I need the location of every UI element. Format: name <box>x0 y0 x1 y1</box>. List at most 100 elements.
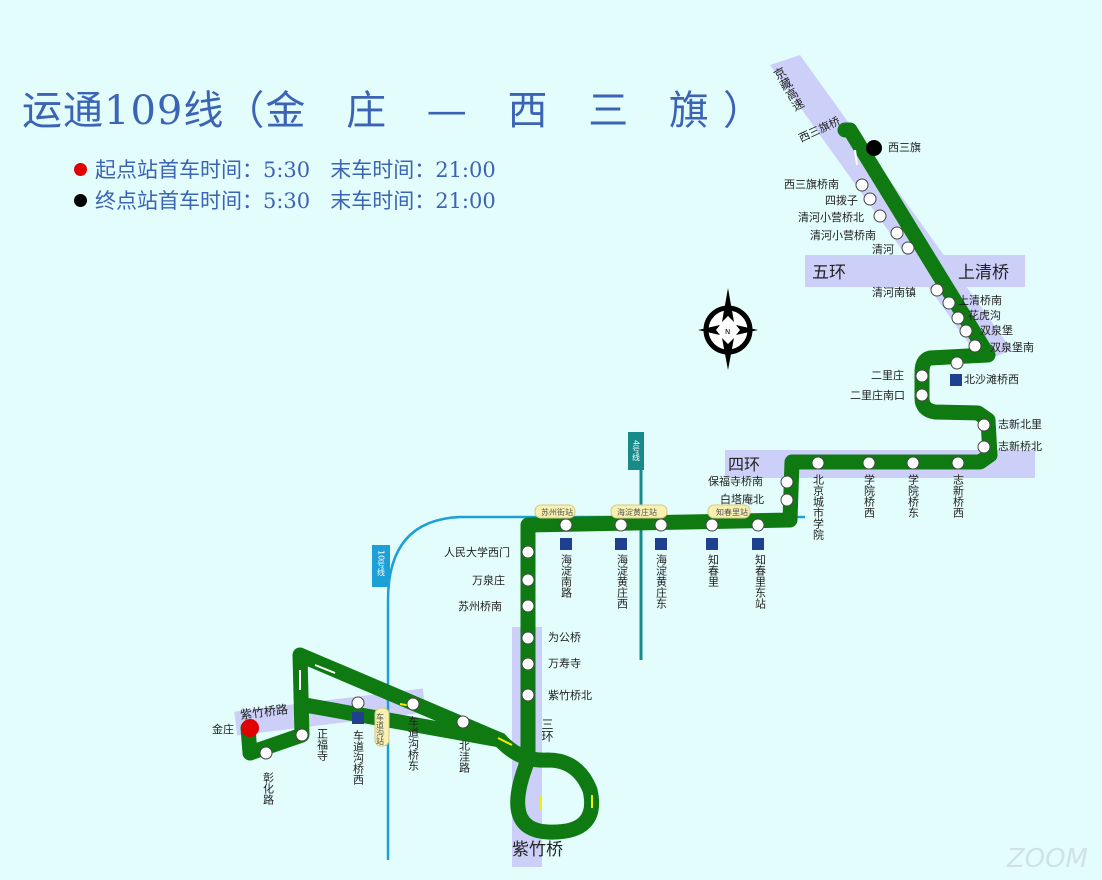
compass-icon: N <box>698 288 758 370</box>
stop-marker <box>351 696 365 710</box>
metro-badges <box>352 374 962 724</box>
stop-label: 白塔庵北 <box>720 492 764 506</box>
metro-badge <box>615 538 627 550</box>
stop-marker <box>977 418 991 432</box>
route-arrows-white <box>299 149 858 690</box>
stop-label: 西三旗 <box>888 140 921 154</box>
stop-label: 人民大学西门 <box>444 545 510 559</box>
stop-marker <box>901 241 915 255</box>
title-paren-close: ） <box>722 88 764 134</box>
stop-marker <box>930 283 944 297</box>
road-zizhuqiaolu: 紫竹桥路 <box>239 701 288 722</box>
compass-south <box>722 338 734 370</box>
page-title: 运通109线（金 庄 — 西 三 旗） <box>22 78 764 136</box>
end-first-time: 终点站首车时间：5:30 <box>95 189 311 213</box>
stop-label-v: 志新桥西 <box>952 474 965 518</box>
stop-marker <box>873 209 887 223</box>
terminal-end-dot <box>866 140 882 156</box>
route-name: 运通109线 <box>22 88 225 134</box>
stop-marker <box>406 697 420 711</box>
road-sanhuan: 三环 <box>540 718 554 742</box>
stop-markers <box>259 178 991 760</box>
stop-label-v: 正福寺 <box>316 728 329 761</box>
stop-label: 二里庄 <box>871 368 904 382</box>
stop-marker <box>915 369 929 383</box>
stop-label: 万寿寺 <box>548 656 581 670</box>
metro-line10-sign <box>372 545 390 587</box>
stop-marker <box>751 518 765 532</box>
metro-line4-label: 4号线 <box>632 440 641 461</box>
route-terminals: 金 庄 — 西 三 旗 <box>265 88 723 134</box>
stop-marker <box>811 456 825 470</box>
stop-marker <box>863 192 877 206</box>
stop-marker <box>862 456 876 470</box>
compass-east <box>736 325 758 335</box>
stop-marker <box>705 518 719 532</box>
stop-marker <box>977 440 991 454</box>
stop-marker <box>521 657 535 671</box>
watermark: ZOOM <box>1006 844 1088 874</box>
stop-label-v: 知春里东站 <box>754 553 767 610</box>
stop-marker <box>780 493 794 507</box>
metro-line10-label: 10号线 <box>377 550 386 576</box>
metro-badge <box>560 538 572 550</box>
metro-tag-bg <box>374 707 390 747</box>
stop-marker <box>456 715 470 729</box>
stop-label-v: 车道沟桥西 <box>352 729 365 785</box>
stop-label: 志新北里 <box>998 417 1042 431</box>
stop-label: 为公桥 <box>548 631 581 644</box>
arrow-w1 <box>314 664 336 674</box>
stop-label-v: 海淀黄庄西 <box>616 553 629 609</box>
metro-lines <box>386 450 805 860</box>
stop-label: 北沙滩桥西 <box>964 372 1019 386</box>
stop-marker <box>906 456 920 470</box>
stop-label-v: 车道沟桥东 <box>407 715 420 771</box>
stop-label: 四拨子 <box>825 193 858 207</box>
stop-marker <box>968 339 982 353</box>
metro-tag-suzhoujie: 苏州街站 <box>541 507 573 517</box>
metro-badge <box>950 374 962 386</box>
title-paren-open: （ <box>224 88 266 134</box>
stop-marker <box>654 518 668 532</box>
stop-marker <box>521 599 535 613</box>
metro-line4-sign <box>628 432 644 470</box>
stop-marker <box>950 356 964 370</box>
metro-tag-chedaogou: 车道沟站 <box>376 712 385 746</box>
stop-label: 上清桥南 <box>958 294 1002 307</box>
stop-marker <box>942 296 956 310</box>
wuhuan-band <box>805 255 1025 287</box>
stop-marker <box>780 475 794 489</box>
metro-tag-haidianhuangzhuang: 海淀黄庄站 <box>617 507 657 517</box>
metro-tag-zhichunli: 知春里站 <box>716 507 748 517</box>
terminal-start-dot <box>241 719 259 737</box>
stop-label-v: 知春里 <box>707 553 720 587</box>
stop-label: 西三旗桥南 <box>784 177 839 191</box>
metro-badge <box>655 538 667 550</box>
stop-label-v: 北洼路 <box>458 740 471 774</box>
stop-label: 保福寺桥南 <box>708 474 763 488</box>
stop-label: 二里庄南口 <box>850 388 905 402</box>
stop-label-v: 北京城市学院 <box>812 474 825 540</box>
stop-label: 清河 <box>872 243 894 256</box>
stop-label-v: 学院桥东 <box>907 473 920 518</box>
stop-label: 双泉堡南 <box>990 340 1034 354</box>
stop-marker <box>915 388 929 402</box>
stop-label: 清河小营桥南 <box>810 228 876 242</box>
compass-label: N <box>725 328 730 336</box>
route-arrows <box>399 703 593 810</box>
start-first-time: 起点站首车时间：5:30 <box>95 158 311 182</box>
metro-tag-bg <box>610 504 668 519</box>
bus-route <box>240 122 998 840</box>
stop-label: 苏州桥南 <box>458 600 502 613</box>
metro-tag-bg <box>534 504 576 519</box>
arrow-w3 <box>854 149 858 166</box>
metro-badge <box>706 538 718 550</box>
stop-marker <box>521 631 535 645</box>
end-last-time: 末车时间：21:00 <box>330 189 496 213</box>
schedule-start: 起点站首车时间：5:30 末车时间：21:00 <box>74 154 496 184</box>
stop-label: 志新桥北 <box>998 439 1042 453</box>
metro-tag-bg <box>707 504 751 519</box>
road-sihuan: 四环 <box>728 455 760 474</box>
arrow-4 <box>497 737 513 746</box>
